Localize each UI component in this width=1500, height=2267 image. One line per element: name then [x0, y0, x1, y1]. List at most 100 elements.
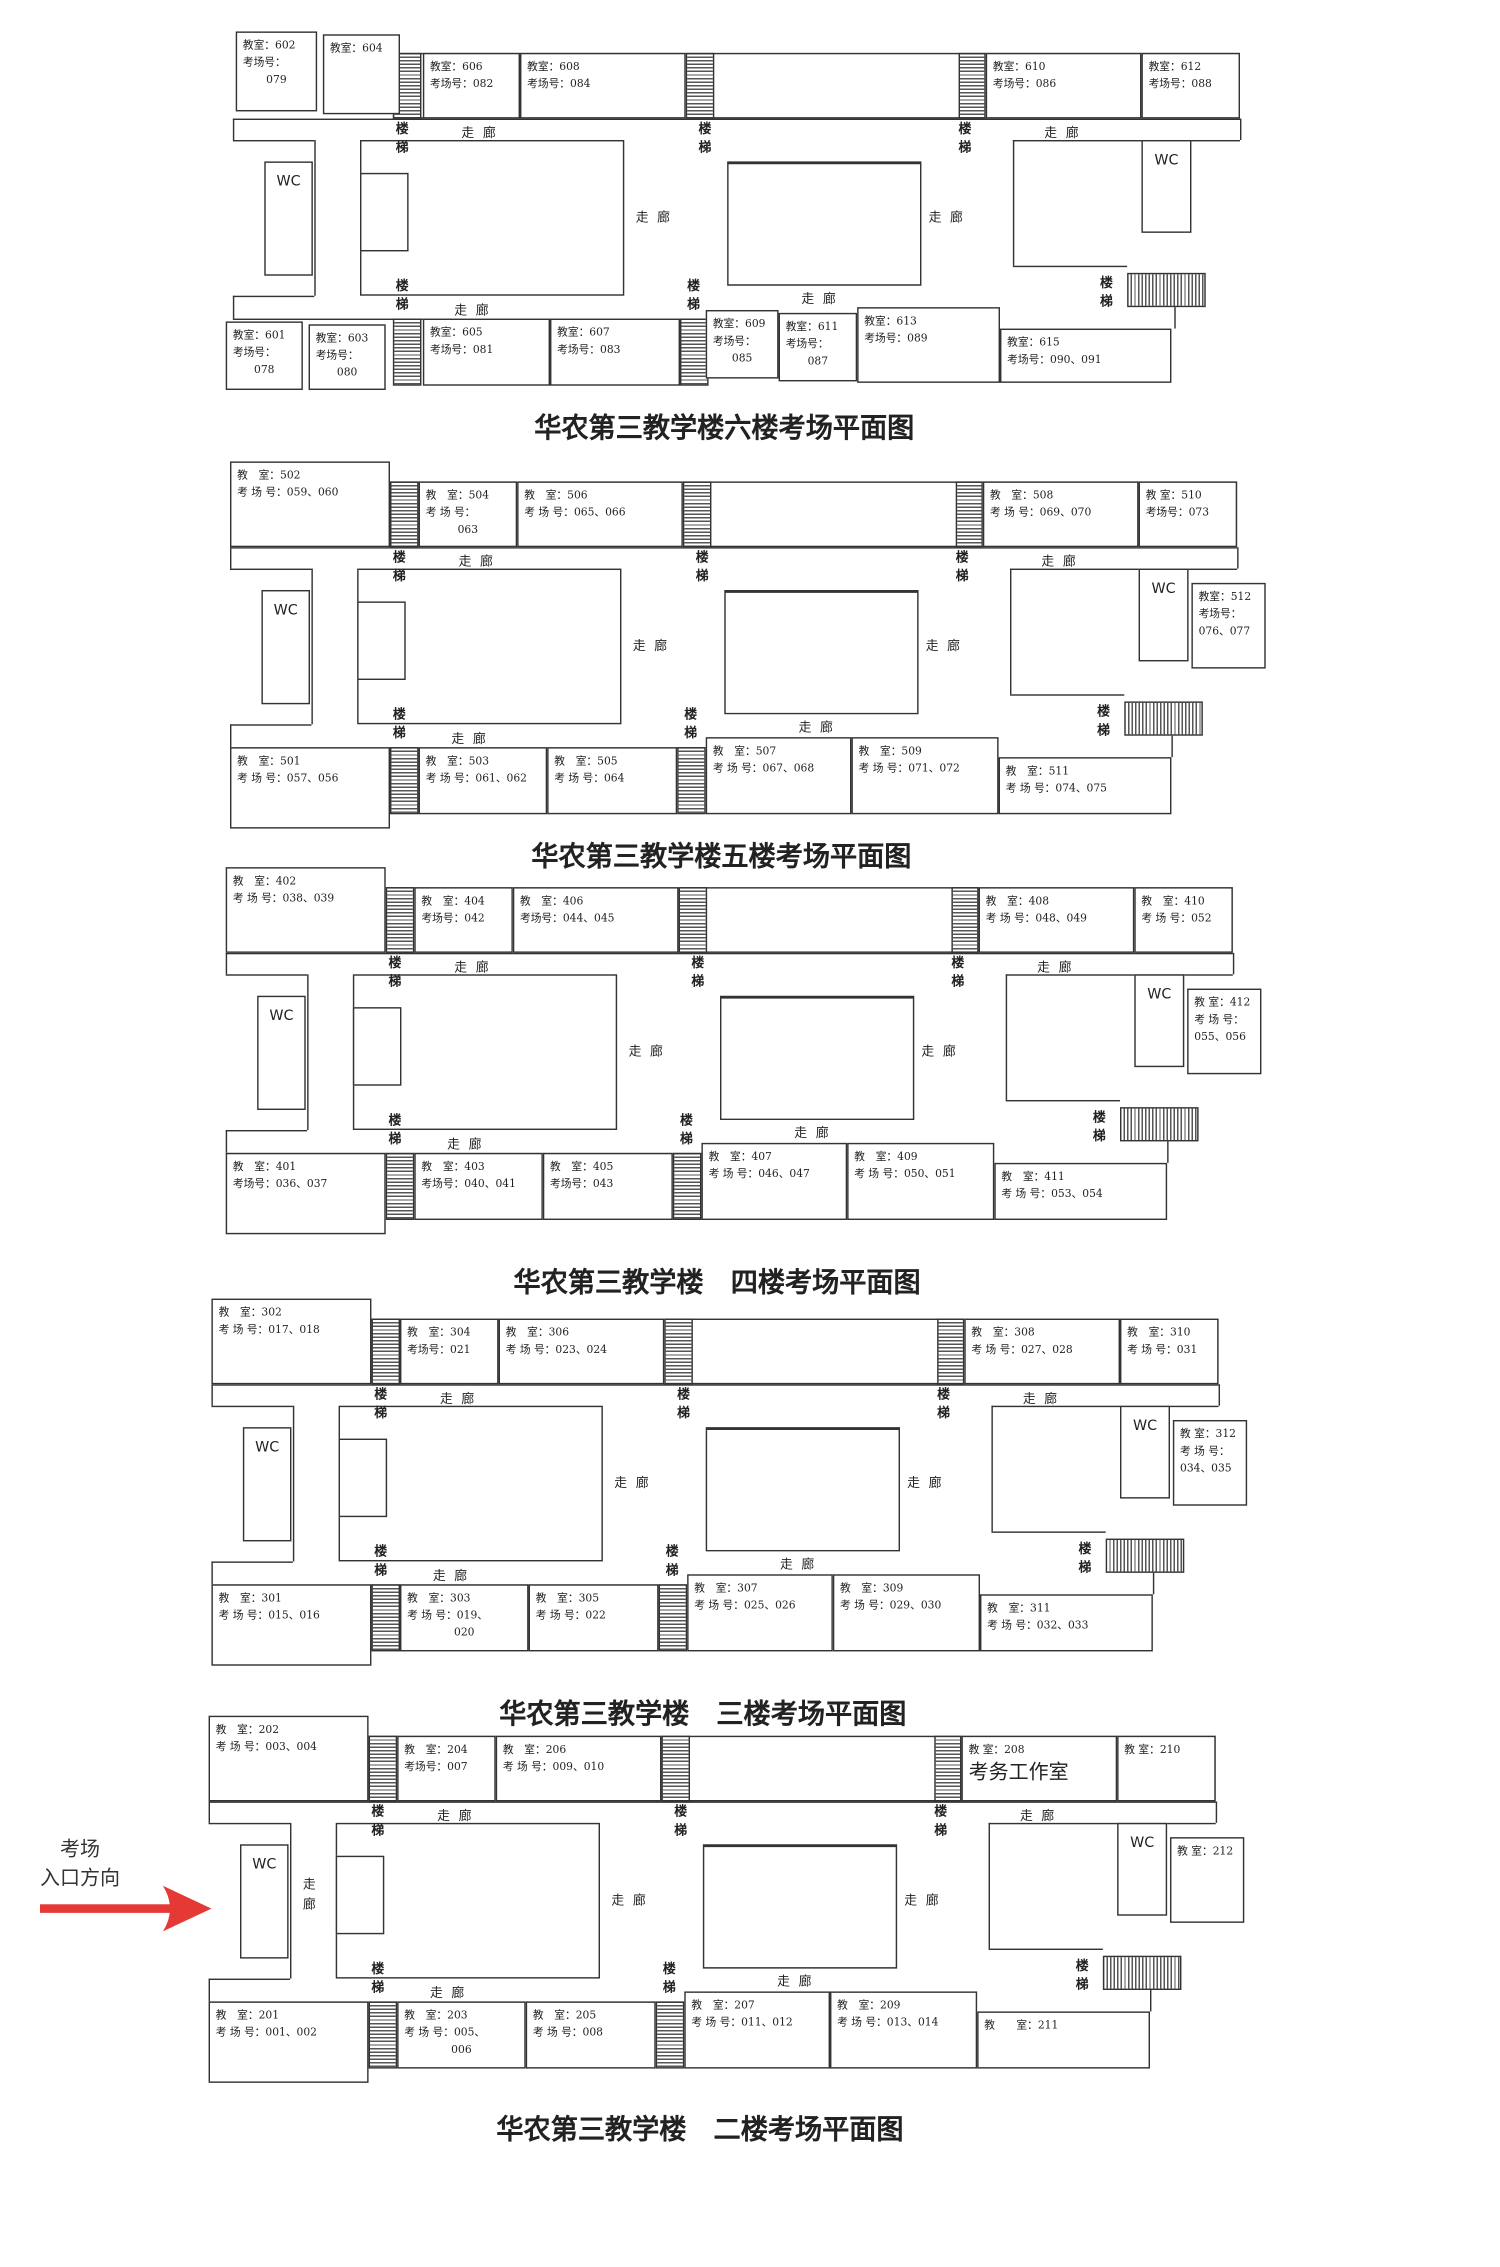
stairs-label: 楼梯: [934, 1805, 948, 1839]
staircase: [678, 887, 708, 953]
exam-room-number: 考 场 号：003、004: [215, 1739, 318, 1753]
wall-line: [1171, 735, 1173, 758]
wall-line: [988, 1822, 990, 1949]
wall-line: [229, 724, 232, 748]
exam-room-number: 考 场 号：005、: [404, 2025, 486, 2039]
exam-room-number: 考 场 号：059、060: [237, 485, 339, 499]
exam-room-number: 考场号：089: [864, 331, 928, 345]
exam-room-number: 考场号：083: [557, 342, 621, 356]
corridor-label: 走廊: [801, 292, 845, 308]
exam-room-number: 087: [807, 354, 829, 368]
exam-room-number: 考 场 号：009、010: [502, 1759, 605, 1773]
room-number: 教 室：403: [421, 1159, 485, 1173]
stairs-label: 楼梯: [951, 957, 965, 990]
room-number: 教 室：408: [985, 894, 1050, 908]
exam-room-number: 考场号：084: [527, 77, 591, 90]
staircase: [392, 318, 422, 386]
room-number: 教 室：407: [708, 1149, 772, 1163]
room-number: 教 室：507: [712, 744, 777, 758]
room-number: 教 室：308: [971, 1325, 1035, 1339]
room-number: 教 室：409: [854, 1149, 918, 1163]
wall-line: [208, 1801, 1216, 1803]
wall-line: [229, 547, 232, 569]
exam-room-number: 考 场 号：046、047: [708, 1167, 810, 1180]
room-number: 教 室：305: [535, 1591, 600, 1605]
stairs-label: 楼梯: [684, 708, 698, 742]
exam-room-number: 考场号：044、045: [519, 911, 615, 925]
classroom: 教室：604: [322, 34, 400, 115]
exam-room-number: 020: [454, 1625, 475, 1639]
corridor-label: 走廊: [907, 1477, 951, 1492]
wall-line: [1009, 694, 1125, 696]
wall-line: [1218, 1384, 1220, 1406]
wall-line: [211, 1405, 293, 1408]
wall-line: [1009, 568, 1238, 570]
exam-room-number: 考 场 号：: [1179, 1444, 1230, 1458]
stairs-label: 楼梯: [1097, 705, 1110, 739]
wall-line: [225, 974, 308, 976]
wall-line: [211, 1384, 213, 1406]
exam-room-number: 063: [457, 522, 479, 536]
room-number: 教 室：510: [1145, 488, 1202, 502]
room-number: 教 室：208: [968, 1742, 1025, 1756]
inner-small-room: [357, 601, 406, 680]
staircase: [958, 52, 986, 119]
staircase: [371, 1584, 400, 1652]
corridor-label: 走廊: [925, 639, 969, 655]
room-number: 教 室：502: [237, 468, 301, 482]
wc-left: WC: [261, 589, 310, 705]
exam-room-number: 考场号：086: [992, 77, 1057, 90]
staircase: [1102, 1955, 1182, 1990]
exam-room-number: 076、077: [1198, 624, 1251, 638]
corridor-label: 走廊: [454, 304, 498, 319]
exam-room-number: 034、035: [1179, 1461, 1232, 1475]
wall-line: [229, 568, 312, 570]
corridor-label: 走廊: [461, 127, 505, 142]
wall-line: [208, 1822, 290, 1825]
wall-line: [208, 1978, 210, 2002]
inner-small-room: [359, 172, 409, 252]
room-number: 教 室：310: [1127, 1325, 1191, 1339]
corridor-label: 走廊: [1019, 1809, 1063, 1825]
room-number: 教室：512: [1198, 589, 1252, 603]
staircase: [685, 52, 715, 119]
wc-left: WC: [242, 1427, 292, 1542]
wc-right: WC: [1134, 974, 1185, 1068]
entrance-arrow-icon: [39, 1885, 212, 1932]
exam-room-number: 078: [254, 362, 275, 376]
exam-room-number: 考 场 号：008: [532, 2025, 603, 2039]
exam-room-number: 考 场 号：064: [554, 771, 625, 785]
stairs-label: 楼梯: [665, 1545, 679, 1579]
inner-block: [359, 139, 625, 296]
wall-line: [1012, 139, 1015, 266]
corridor-label: 走廊: [432, 1569, 476, 1585]
corridor-label: 走廊: [611, 1894, 655, 1909]
wall-line: [211, 1384, 1219, 1386]
room-number: 教室：606: [429, 59, 483, 73]
exam-room-number: 079: [266, 72, 287, 86]
classroom: 教 室：502 考 场 号：059、060: [229, 461, 390, 548]
corridor-label: 走廊: [777, 1975, 821, 1990]
stairs-label: 楼梯: [958, 122, 972, 156]
exam-room-number: 考 场 号：017、018: [218, 1322, 320, 1336]
exam-room-number: 055、056: [1194, 1029, 1246, 1043]
